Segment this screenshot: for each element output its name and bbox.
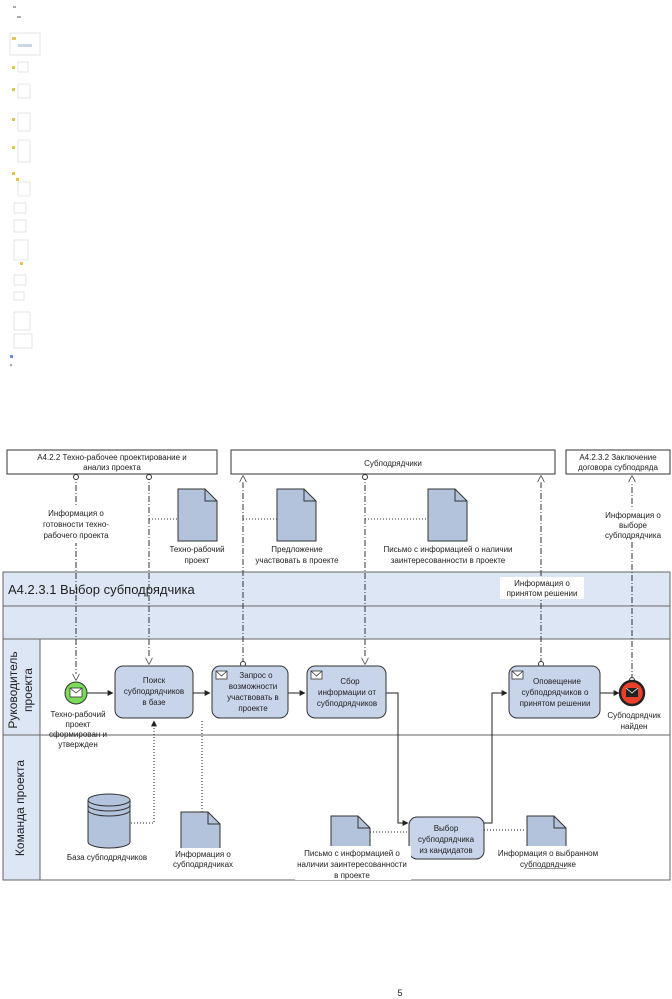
label-choice-info-1: Информация о (605, 511, 661, 520)
send-envelope-icon (215, 670, 228, 680)
end-event-label-2: найден (621, 722, 648, 731)
task-collect: Сбор информации от субподрядчиков (306, 665, 387, 719)
label-letter: Письмо с информацией о наличии заинтерес… (295, 846, 411, 880)
label-info-subcontractors-2: субподрядчиках (173, 860, 233, 869)
task-search-1: Поиск (143, 676, 166, 685)
receive-envelope-icon (310, 670, 323, 680)
label-info-ready-2: готовности техно- (43, 520, 109, 529)
start-event-label-3: сформирован и (49, 730, 107, 739)
task-request-3: участвовать в (227, 693, 279, 702)
task-request-2: возможности (229, 682, 277, 691)
end-event-label-1: Субподрядчик (607, 711, 661, 720)
label-chosen-info-1: Информация о выбранном (498, 849, 598, 858)
start-event: Техно-рабочий проект сформирован и утвер… (49, 681, 107, 749)
task-choose-2: субподрядчика (418, 835, 475, 844)
task-collect-2: информации от (318, 688, 376, 697)
label-decision-info-2: принятом решении (507, 589, 578, 598)
doc-offer (276, 488, 317, 542)
task-request: Запрос о возможности участвовать в проек… (211, 665, 289, 719)
label-choice-info-2: выборе (619, 521, 647, 530)
label-letter-2: наличии заинтересованности (297, 860, 407, 869)
database-icon: База субподрядчиков (67, 793, 147, 862)
task-choose: Выбор субподрядчика из кандидатов (408, 816, 485, 860)
label-doc-project-1: Техно-рабочий (169, 545, 224, 554)
data-associations (128, 720, 526, 833)
end-event: Субподрядчик найден (607, 679, 661, 731)
label-letter-interest-1: Письмо с информацией о наличии (383, 545, 512, 554)
label-info-ready-3: рабочего проекта (43, 531, 109, 540)
lane-manager-line1: Руководитель (6, 651, 20, 728)
task-notify: Оповещение субподрядчиков о принятом реш… (508, 665, 601, 719)
start-event-label-2: проект (66, 720, 91, 729)
label-doc-project-2: проект (185, 556, 210, 565)
label-choice-info: Информация о выборе субподрядчика (596, 508, 670, 542)
external-middle-label: Субподрядчики (364, 459, 422, 468)
empty-band (2, 605, 671, 640)
external-right-line2: договора субподряда (578, 463, 658, 472)
database-label: База субподрядчиков (67, 853, 147, 862)
task-choose-1: Выбор (434, 824, 459, 833)
external-middle: Субподрядчики (230, 449, 556, 475)
label-letter-interest-2: заинтересованности в проекте (391, 556, 506, 565)
external-right: А4.2.3.2 Заключение договора субподряда (565, 449, 671, 475)
doc-project (177, 488, 218, 542)
lane-manager-line2: проекта (21, 668, 35, 712)
task-collect-3: субподрядчиков (317, 699, 377, 708)
label-chosen-info: Информация о выбранном субподрядчике (486, 846, 610, 869)
start-event-label-1: Техно-рабочий (50, 710, 105, 719)
label-decision-info: Информация о принятом решении (500, 577, 584, 599)
label-info-ready-1: Информация о (48, 509, 104, 518)
task-choose-3: из кандидатов (419, 846, 472, 855)
label-info-subcontractors-1: Информация о (175, 850, 231, 859)
task-notify-1: Оповещение (533, 677, 581, 686)
task-search: Поиск субподрядчиков в базе (114, 665, 194, 719)
label-offer-2: участвовать в проекте (255, 556, 339, 565)
label-chosen-info-2: субподрядчике (520, 860, 577, 869)
label-letter-1: Письмо с информацией о (304, 849, 400, 858)
task-notify-3: принятом решении (520, 699, 591, 708)
external-left: А4.2.2 Техно-рабочее проектирование и ан… (6, 449, 218, 475)
lane-team-label: Команда проекта (13, 760, 27, 856)
label-letter-3: в проекте (334, 871, 370, 880)
thumbnail-strip (9, 6, 41, 366)
label-info-ready: Информация о готовности техно- рабочего … (33, 505, 119, 543)
task-search-3: в базе (142, 698, 166, 707)
external-right-line1: А4.2.3.2 Заключение (579, 453, 657, 462)
label-decision-info-1: Информация о (514, 579, 570, 588)
task-collect-1: Сбор (340, 677, 360, 686)
start-event-label-4: утвержден (58, 740, 98, 749)
task-notify-2: субподрядчиков о (522, 688, 589, 697)
sequence-flows (87, 690, 620, 826)
task-request-1: Запрос о (239, 671, 273, 680)
task-request-4: проекте (238, 704, 268, 713)
label-choice-info-3: субподрядчика (605, 531, 662, 540)
label-offer-1: Предложение (271, 545, 323, 554)
external-left-line1: А4.2.2 Техно-рабочее проектирование и (37, 453, 187, 462)
doc-letter-interest (427, 488, 468, 542)
task-search-2: субподрядчиков (124, 687, 184, 696)
label-info-subcontractors: Информация о субподрядчиках (160, 848, 246, 870)
send-envelope-icon (511, 670, 524, 680)
external-left-line2: анализ проекта (83, 463, 141, 472)
page-number: 5 (397, 988, 402, 998)
header-title: А4.2.3.1 Выбор субподрядчика (8, 582, 195, 597)
